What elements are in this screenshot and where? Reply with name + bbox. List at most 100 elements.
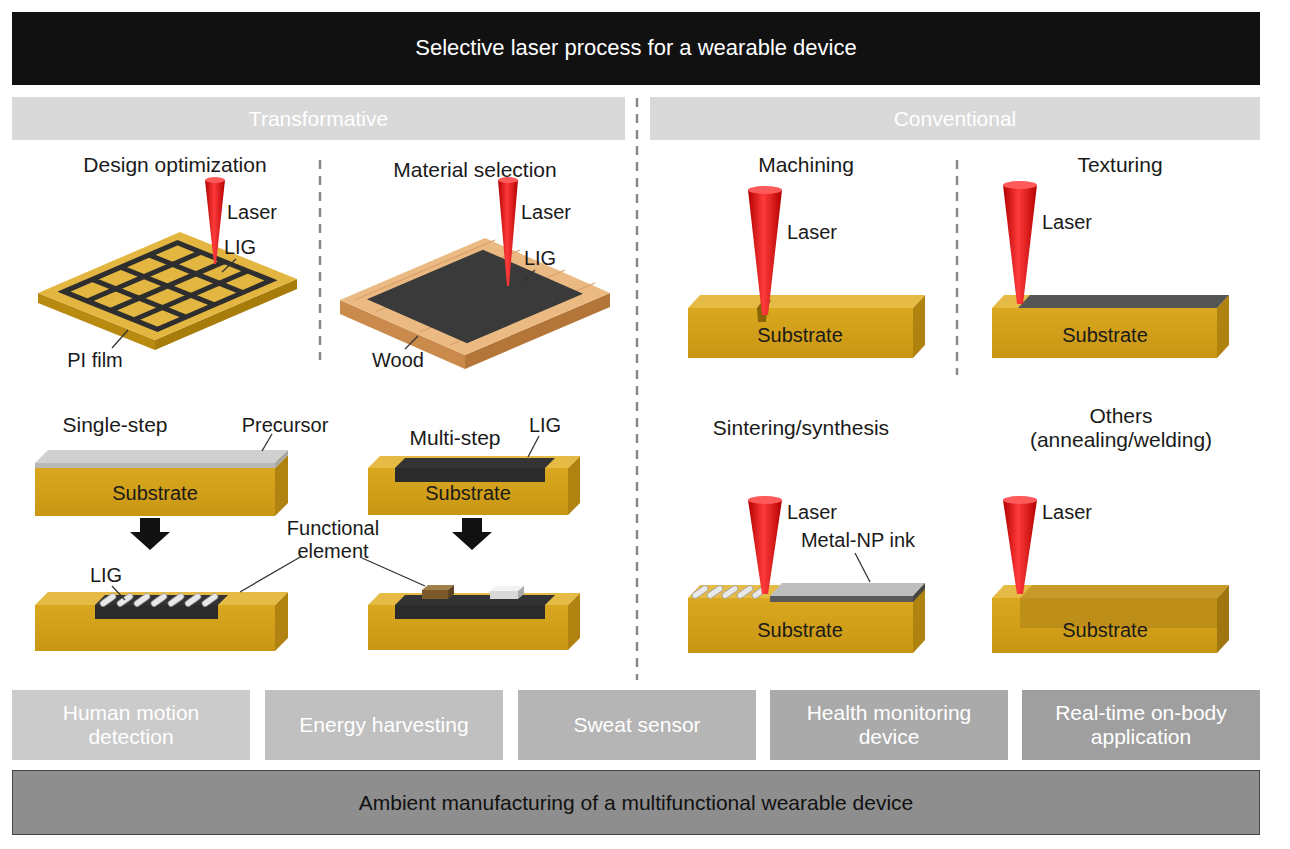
substrate-block: [368, 585, 580, 650]
panel-title: Machining: [758, 153, 854, 177]
substrate-block: [992, 308, 1217, 358]
panel-title: Design optimization: [83, 153, 266, 177]
pi-film: [38, 232, 297, 340]
application-box: Real-time on-body application: [1022, 690, 1260, 760]
box-text: Ambient manufacturing of a multifunction…: [359, 791, 913, 815]
box-text: Transformative: [249, 107, 388, 131]
process-arrow: [130, 518, 170, 550]
substrate-block: [35, 463, 275, 468]
laser-label: Laser: [787, 221, 837, 244]
substrate-block: [992, 295, 1229, 358]
leader-line: [262, 434, 272, 451]
section-header: Conventional: [650, 97, 1260, 140]
substrate-block: [688, 295, 925, 308]
substrate-label: Substrate: [757, 619, 843, 642]
leader-line: [362, 558, 425, 586]
substrate-block: [35, 450, 288, 463]
functional-element: [422, 585, 524, 599]
box-text: Energy harvesting: [299, 713, 468, 737]
leader-line: [522, 270, 535, 282]
leader-line: [855, 553, 870, 582]
part-label: PI film: [67, 349, 123, 372]
substrate-block: [992, 585, 1229, 653]
part-label: LIG: [224, 236, 256, 259]
box-text: Selective laser process for a wearable d…: [415, 36, 856, 61]
divider: [636, 98, 639, 680]
substrate-block: [368, 593, 580, 605]
nanowires: [706, 584, 724, 599]
leader-line: [240, 556, 302, 592]
leader-line: [222, 259, 236, 272]
wood-grain: [355, 240, 595, 345]
substrate-block: [368, 605, 568, 650]
leader-line: [528, 436, 539, 457]
nanowires: [150, 592, 168, 607]
substrate-block: [368, 456, 580, 468]
substrate-block: [688, 583, 925, 653]
box-text: Human motion detection: [22, 701, 240, 748]
laser-beam: [1003, 496, 1037, 594]
panel-title: Texturing: [1077, 153, 1162, 177]
laser-label: Laser: [1042, 501, 1092, 524]
laser-beam: [748, 496, 782, 504]
laser-beam: [1003, 181, 1037, 189]
panel-title: Others (annealing/welding): [1030, 404, 1212, 452]
divider: [956, 160, 959, 375]
laser-beam: [1003, 185, 1037, 304]
nanowires: [201, 592, 219, 607]
laser-beam: [748, 186, 782, 194]
laser-beam: [748, 500, 782, 594]
substrate-block: [395, 458, 555, 468]
laser-beam: [748, 190, 782, 315]
nanowires: [167, 592, 185, 607]
part-label: LIG: [524, 247, 556, 270]
part-label: Wood: [372, 349, 424, 372]
box-text: Health monitoring device: [780, 701, 998, 748]
laser-label: Laser: [521, 201, 571, 224]
functional-element: [422, 590, 448, 599]
application-box: Sweat sensor: [518, 690, 756, 760]
box-text: Sweat sensor: [573, 713, 700, 737]
part-label: LIG: [529, 414, 561, 437]
nanowires: [721, 584, 739, 599]
functional-element: [518, 586, 524, 599]
divider: [320, 98, 957, 680]
panel-title: Multi-step: [409, 426, 500, 450]
nanowires: [99, 592, 219, 607]
part-label: LIG: [90, 564, 122, 587]
substrate-block: [395, 468, 545, 482]
substrate-block: [992, 585, 1229, 598]
application-box: Energy harvesting: [265, 690, 503, 760]
substrate-block: [35, 605, 275, 651]
substrate-block: [688, 308, 913, 358]
substrate-block: [992, 598, 1217, 653]
substrate-block: [35, 450, 288, 516]
pi-film: [38, 232, 297, 350]
functional-element: [490, 591, 518, 599]
part-label: Precursor: [242, 414, 329, 437]
leader-line: [112, 330, 128, 348]
nanowires: [99, 592, 117, 607]
section-header: Transformative: [12, 97, 625, 140]
application-box: Health monitoring device: [770, 690, 1008, 760]
substrate-block: [95, 605, 218, 619]
functional-element: [448, 585, 454, 599]
laser-beam: [748, 186, 782, 315]
wood-board: [340, 238, 610, 355]
laser-beam: [205, 180, 225, 264]
laser-beam: [498, 177, 518, 286]
substrate-label: Substrate: [425, 482, 511, 505]
substrate-block: [368, 468, 568, 515]
part-label: Functional element: [268, 517, 398, 563]
title-band: Selective laser process for a wearable d…: [12, 12, 1260, 85]
laser-label: Laser: [227, 201, 277, 224]
laser-label: Laser: [1042, 211, 1092, 234]
substrate-block: [1018, 295, 1229, 308]
laser-beam: [205, 177, 225, 264]
substrate-block: [368, 456, 580, 515]
nanowires: [691, 584, 709, 599]
substrate-block: [395, 595, 555, 605]
nanowires: [133, 592, 151, 607]
panel-title: Single-step: [62, 413, 167, 437]
leader-line: [112, 586, 125, 600]
